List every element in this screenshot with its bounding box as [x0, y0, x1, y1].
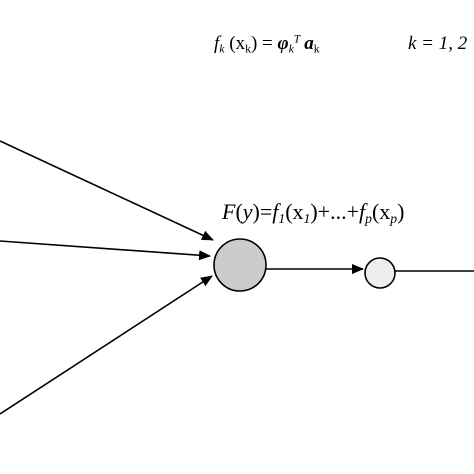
eq-sum-eq: )=: [252, 199, 273, 224]
input-edge-bottom: [0, 275, 213, 415]
eq-top-f-sub: k: [219, 42, 225, 56]
eq-top-phi-sup: T: [293, 33, 301, 46]
eq-top-phi: φ: [277, 33, 289, 54]
eq-sum-fp-sub: p: [365, 210, 372, 226]
eq-sum-mid: )+...+: [310, 199, 359, 224]
eq-sum-paren-open: (: [235, 199, 243, 224]
eq-sum-xp-sub: p: [390, 210, 398, 226]
eq-sum-F: F: [222, 199, 236, 224]
eq-sum-f1: f: [272, 199, 279, 224]
eq-top-phi-sub: k: [288, 42, 294, 56]
eq-top-a-sub: k: [313, 42, 320, 56]
eq-sum-close: ): [397, 199, 405, 224]
input-edge-top: [0, 140, 214, 241]
input-edge-middle: [0, 240, 211, 261]
eq-sum-xp-open: (x: [371, 199, 391, 224]
eq-sum-y: y: [242, 199, 253, 224]
eq-top-f: f: [214, 33, 220, 54]
eq-sum-x1-sub: 1: [303, 210, 311, 226]
sum-equation: F(y)=f1(x1)+...+fp(xp): [222, 199, 404, 225]
eq-top-a: a: [304, 33, 314, 54]
eq-sum-fp: f: [359, 199, 366, 224]
eq-sum-x1-open: (x: [285, 199, 304, 224]
index-range-label: k = 1, 2: [408, 33, 468, 54]
eq-sum-f1-sub: 1: [278, 210, 286, 226]
eq-top-arg-close: ) =: [250, 33, 278, 54]
summation-node: [213, 238, 267, 292]
eq-top-arg-open: (x: [224, 33, 246, 54]
eq-top-arg-sub: k: [245, 42, 251, 56]
output-node: [364, 257, 396, 289]
